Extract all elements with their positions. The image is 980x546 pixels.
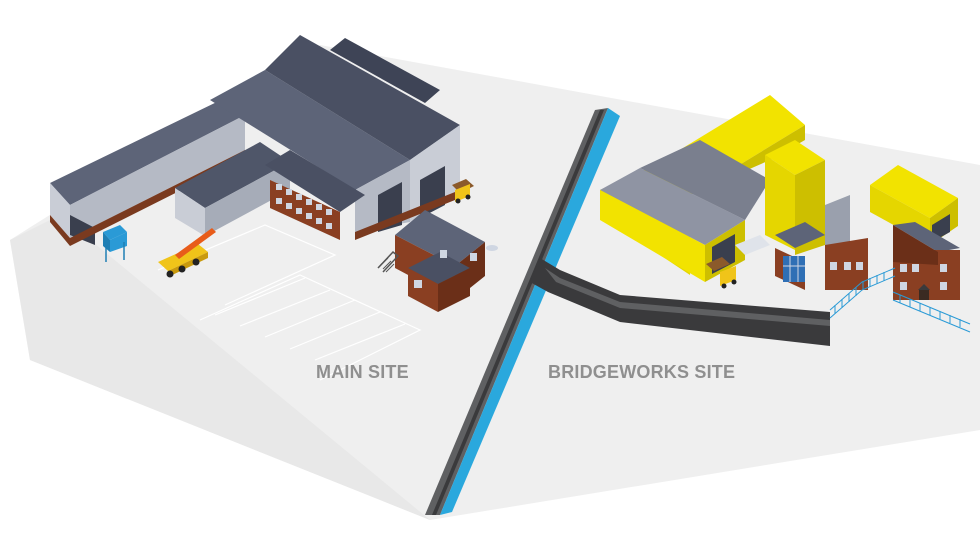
hopper-silo [103, 225, 127, 262]
bridgeworks-cottage [893, 222, 960, 300]
forklift-bridgeworks [706, 257, 737, 289]
main-warehouse [50, 35, 460, 246]
forklift-main [452, 179, 474, 204]
main-site-house [377, 210, 498, 312]
ground-shadow-left [10, 215, 430, 520]
car-park-markings [157, 224, 422, 381]
road-and-river [425, 108, 830, 515]
main-site-label: MAIN SITE [316, 362, 409, 382]
perimeter-fence [829, 267, 971, 333]
mobile-crane [158, 228, 216, 278]
bridgeworks-site-label: BRIDGEWORKS SITE [548, 362, 736, 382]
